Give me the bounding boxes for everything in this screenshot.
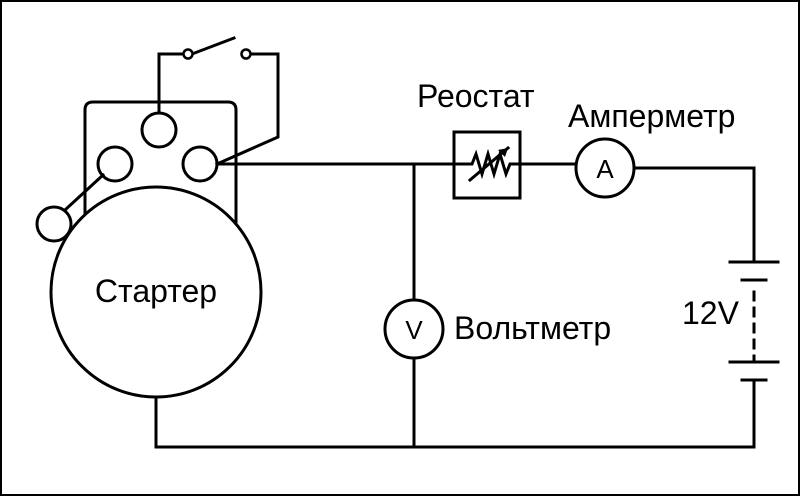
terminal-motor bbox=[35, 205, 73, 243]
switch-contact-left bbox=[182, 48, 194, 60]
rheostat-label: Реостат bbox=[417, 78, 535, 114]
switch-wire bbox=[157, 52, 186, 115]
terminal-link bbox=[62, 172, 106, 213]
switch-return-wire bbox=[215, 52, 280, 166]
switch-lever bbox=[190, 36, 236, 56]
terminal-top bbox=[140, 111, 178, 149]
starter-label: Стартер bbox=[95, 273, 217, 309]
ground-wire-right bbox=[154, 378, 756, 449]
rheostat-arrowhead bbox=[498, 148, 508, 157]
ammeter-symbol: A bbox=[596, 154, 614, 184]
voltmeter-label: Вольтметр bbox=[454, 310, 611, 346]
terminal-right bbox=[181, 145, 219, 183]
ammeter-label: Амперметр bbox=[568, 98, 735, 134]
voltmeter-symbol: V bbox=[405, 315, 423, 345]
ammeter-battery-wire bbox=[632, 166, 756, 264]
battery-label: 12V bbox=[682, 295, 740, 331]
terminal-left bbox=[96, 145, 134, 183]
switch-contact-right bbox=[240, 48, 252, 60]
